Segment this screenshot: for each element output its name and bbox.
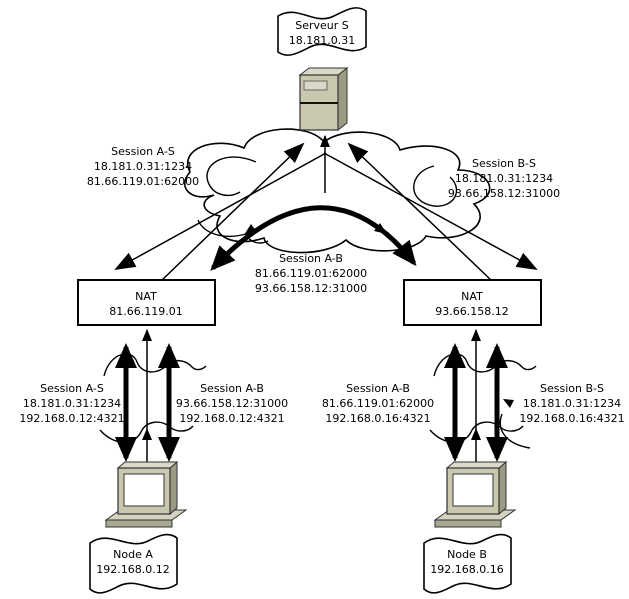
node-a-flag-shape: [89, 533, 178, 594]
arrowhead-right-extra: [503, 399, 514, 408]
node-b-flag-label: Node B 192.168.0.16: [430, 547, 503, 577]
session-line: 81.66.119.01:62000: [321, 397, 435, 410]
session-line: 81.66.119.01:62000: [86, 175, 200, 188]
nat-left-box: [77, 279, 216, 326]
server-icon: [298, 66, 349, 132]
session-line: 192.168.0.12:4321: [19, 412, 125, 425]
nat-right-box: [403, 279, 542, 326]
server-flag-label: Serveur S 18.181.0.31: [289, 18, 355, 48]
arrow-nat-left-to-server: [160, 142, 305, 282]
nat-right-address: 93.66.158.12: [435, 305, 509, 318]
session-line: 81.66.119.01:62000: [254, 267, 368, 280]
node-a-name: Node A: [113, 548, 153, 561]
nat-left-address: 81.66.119.01: [109, 305, 183, 318]
session-line: Session B-S: [540, 382, 604, 395]
session-line: 18.181.0.31:1234: [93, 160, 193, 173]
session-line: 18.181.0.31:1234: [22, 397, 122, 410]
arrowhead-node-b-mid: [471, 428, 481, 440]
swoosh-right-top: [433, 353, 537, 377]
arrow-session-a-b: [210, 205, 417, 271]
server-flag-shape: [277, 7, 367, 56]
computer-icon-node-a: [104, 460, 188, 528]
session-label-middle: Session A-B 81.66.119.01:62000 93.66.158…: [255, 251, 367, 296]
session-line: 192.168.0.16:4321: [325, 412, 431, 425]
swoosh-left-top: [103, 353, 207, 377]
session-line: 93.66.158.12:31000: [175, 397, 289, 410]
session-line: 93.66.158.12:31000: [254, 282, 368, 295]
session-line: Session A-B: [200, 382, 264, 395]
swoosh-left-bottom: [99, 421, 194, 443]
arrowhead-a-b-right: [374, 223, 387, 234]
node-b-name: Node B: [447, 548, 487, 561]
session-line: Session A-B: [346, 382, 410, 395]
node-b-address: 192.168.0.16: [430, 563, 504, 576]
session-line: 18.181.0.31:1234: [522, 397, 622, 410]
server-address: 18.181.0.31: [288, 34, 356, 47]
arrow-server-to-nat-right: [323, 152, 538, 270]
session-line: 93.66.158.12:31000: [447, 187, 561, 200]
session-label-bottom-right-inner: Session A-B 81.66.119.01:62000 192.168.0…: [322, 381, 434, 426]
session-label-top-right: Session B-S 18.181.0.31:1234 93.66.158.1…: [448, 156, 560, 201]
session-line: Session A-S: [40, 382, 104, 395]
swoosh-right-bottom: [429, 421, 524, 443]
arrowhead-a-b-left: [244, 224, 257, 235]
nat-right-title: NAT: [461, 290, 483, 303]
arrow-nat-right-to-server: [347, 142, 493, 282]
server-name: Serveur S: [295, 19, 349, 32]
session-line: Session A-B: [279, 252, 343, 265]
node-a-flag-label: Node A 192.168.0.12: [96, 547, 169, 577]
nat-right-label: NAT 93.66.158.12: [435, 289, 508, 319]
session-label-bottom-left-outer: Session A-S 18.181.0.31:1234 192.168.0.1…: [19, 381, 124, 426]
nat-left-label: NAT 81.66.119.01: [109, 289, 182, 319]
session-line: 192.168.0.12:4321: [179, 412, 285, 425]
node-b-flag-shape: [423, 533, 512, 594]
arrowhead-node-a-mid: [142, 428, 152, 440]
session-line: Session A-S: [111, 145, 175, 158]
session-line: Session B-S: [472, 157, 536, 170]
node-a-address: 192.168.0.12: [96, 563, 170, 576]
session-line: 18.181.0.31:1234: [454, 172, 554, 185]
session-line: 192.168.0.16:4321: [519, 412, 625, 425]
session-label-bottom-left-inner: Session A-B 93.66.158.12:31000 192.168.0…: [176, 381, 288, 426]
session-label-top-left: Session A-S 18.181.0.31:1234 81.66.119.0…: [87, 144, 199, 189]
swoosh-right-extra: [499, 413, 531, 449]
nat-left-title: NAT: [135, 290, 157, 303]
arrow-server-to-nat-left: [114, 152, 327, 270]
computer-icon-node-b: [433, 460, 517, 528]
session-label-bottom-right-outer: Session B-S 18.181.0.31:1234 192.168.0.1…: [519, 381, 624, 426]
